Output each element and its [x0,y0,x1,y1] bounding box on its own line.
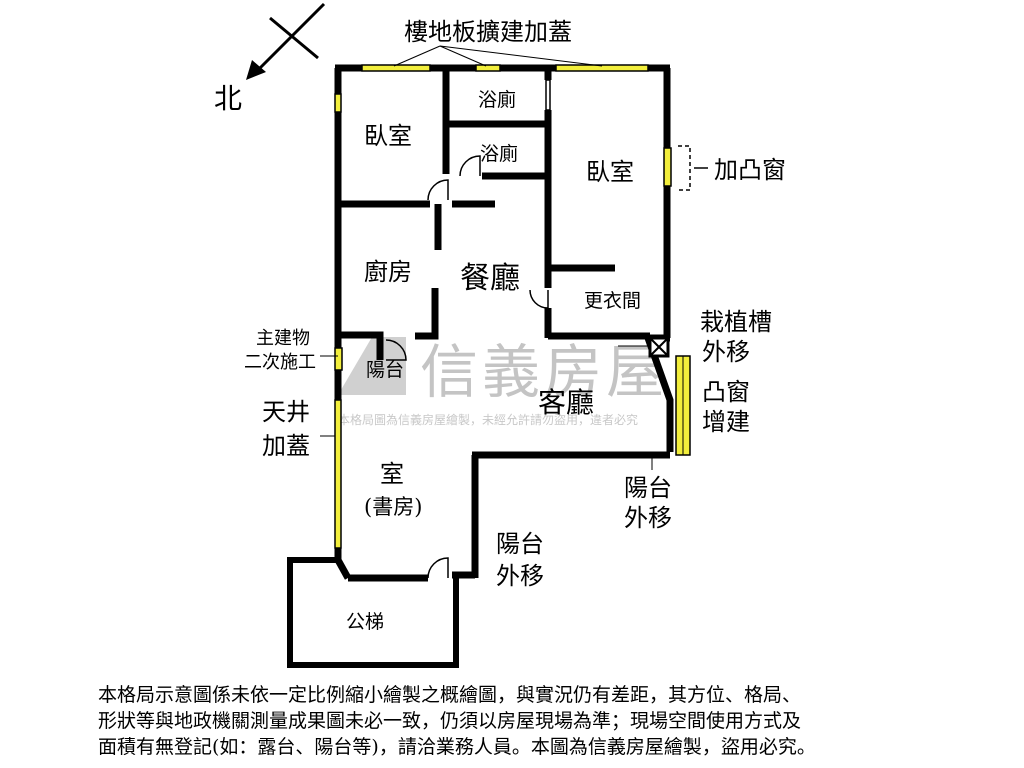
label-balcony-bottom-1: 陽台 [496,530,544,558]
label-atrium-1: 天井 [262,398,310,426]
windows [334,64,691,549]
planter-box [648,336,670,358]
disclaimer-line-2: 形狀等與地政機關測量成果圖未必一致，仍須以房屋現場為準；現場空間使用方式及 [98,710,802,732]
label-bedroom-right: 臥室 [586,158,634,186]
window-right-bedroom [663,147,672,187]
window-top-3 [555,64,649,72]
window-left-study [334,399,342,549]
disclaimer-line-1: 本格局示意圖係未依一定比例縮小繪製之概繪圖，與實況仍有差距，其方位、格局、 [98,684,802,706]
window-left-top [334,93,342,113]
label-dining: 餐廳 [460,261,520,296]
label-bay-window-add: 加凸窗 [714,156,786,184]
label-bath-top: 浴廁 [478,88,516,111]
label-planter-2: 外移 [702,338,750,366]
bay-window-bracket [678,145,708,191]
label-atrium-2: 加蓋 [262,432,310,460]
room-labels: 樓地板擴建加蓋 浴廁 浴廁 臥室 臥室 加凸窗 廚房 餐廳 更衣間 栽植槽 外移… [244,18,786,633]
door-study [427,557,449,579]
label-kitchen: 廚房 [364,258,412,286]
window-top-2 [475,64,501,72]
disclaimer: 本格局示意圖係未依一定比例縮小繪製之概繪圖，與實況仍有差距，其方位、格局、 形狀… [98,682,978,760]
label-balcony-right-1: 陽台 [624,474,672,502]
label-bay-window-ext-2: 增建 [702,408,750,436]
label-bedroom-left: 臥室 [364,122,412,150]
label-main-structure-2: 二次施工 [244,352,316,373]
window-top-1 [361,64,431,72]
watermark-logo-icon [338,337,406,395]
label-balcony-right-2: 外移 [624,504,672,532]
label-public-stairs: 公梯 [346,611,384,633]
door-bath-top [545,79,551,111]
window-left-balcony [334,347,343,371]
label-study-1: 室 [380,460,404,488]
leader-lines [320,45,653,470]
door-bath-mid [459,155,481,177]
label-living-room: 客廳 [538,386,594,419]
label-floor-extension: 樓地板擴建加蓋 [404,18,572,46]
watermark-notice: 本格局圖為信義房屋繪製，未經允許請勿盜用，違者必究 [338,412,638,427]
label-small-balcony: 陽台 [366,359,404,381]
label-walk-in-closet: 更衣間 [584,290,641,312]
doors [385,79,551,579]
watermark-brand: 信義房屋 [420,338,668,406]
label-planter-1: 栽植槽 [700,308,772,336]
label-study-2: (書房) [364,495,422,519]
disclaimer-line-3: 面積有無登記(如：露台、陽台等)，請洽業務人員。本圖為信義房屋繪製，盜用必究。 [98,736,816,758]
public-stairs-box [287,557,459,668]
floor-plan: 信義房屋 本格局圖為信義房屋繪製，未經允許請勿盜用，違者必究 北 [214,2,786,668]
label-bath-mid: 浴廁 [480,142,518,165]
label-bay-window-ext-1: 凸窗 [702,378,750,406]
north-label: 北 [214,82,242,115]
compass: 北 [214,2,326,115]
label-balcony-bottom-2: 外移 [496,562,544,590]
north-arrow-icon [246,60,266,80]
door-bedroom-left [427,179,449,201]
door-balcony-small [385,339,407,361]
label-main-structure-1: 主建物 [256,328,310,349]
watermark: 信義房屋 本格局圖為信義房屋繪製，未經允許請勿盜用，違者必究 [338,337,668,427]
door-closet [529,289,549,309]
